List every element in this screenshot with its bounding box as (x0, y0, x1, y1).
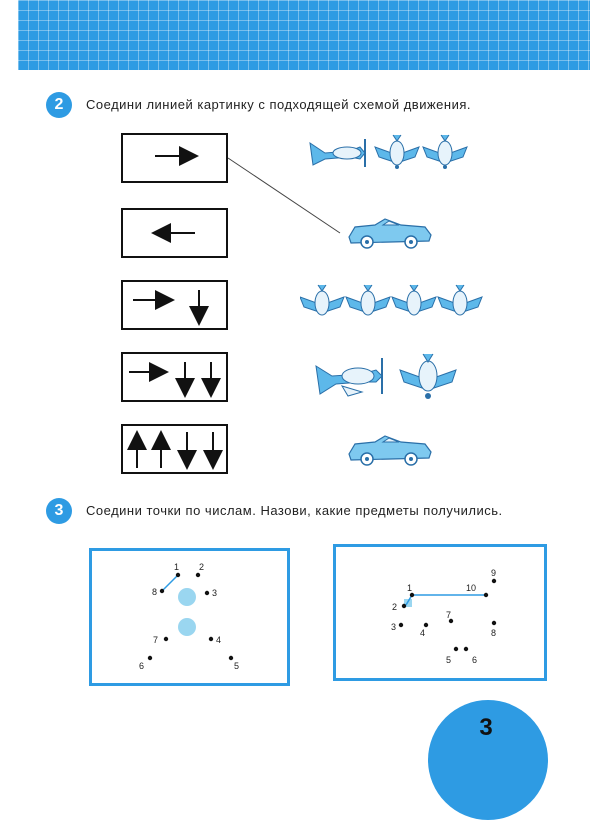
plane-front-icon (391, 284, 437, 316)
dot-label: 7 (446, 610, 451, 620)
page-number: 3 (479, 714, 493, 741)
connecting-line (227, 157, 341, 234)
dot-label: 1 (174, 562, 179, 572)
car-icon (348, 218, 432, 249)
task-3-instruction: Соедини точки по числам. Назови, какие п… (86, 503, 503, 518)
plane-front-icon (399, 353, 457, 399)
plane-side-icon (309, 139, 366, 167)
dot-label: 8 (491, 628, 496, 638)
dot-figure-right: 1 2 3 4 5 6 7 8 9 10 (391, 568, 497, 665)
plane-front-icon (374, 134, 420, 169)
plane-side-icon (315, 358, 383, 397)
task-2-number-badge: 2 (46, 92, 72, 118)
dot-label: 9 (491, 568, 496, 578)
plane-front-icon (422, 134, 468, 169)
picture-row-1[interactable] (305, 133, 475, 173)
scheme-box-5[interactable] (121, 424, 228, 474)
scheme-box-1[interactable] (121, 133, 228, 183)
dot-label: 2 (392, 602, 397, 612)
arrows-right-down-down-icon (129, 362, 221, 398)
task-2-instruction: Соедини линией картинку с подходящей схе… (86, 97, 471, 112)
dot-label: 7 (153, 635, 158, 645)
dot-label: 10 (466, 583, 476, 593)
plane-front-icon (437, 284, 483, 316)
picture-row-2[interactable] (345, 215, 435, 251)
dot-label: 4 (420, 628, 425, 638)
scheme-box-3[interactable] (121, 280, 228, 330)
dot-label: 3 (391, 622, 396, 632)
plane-front-icon (345, 284, 391, 316)
dot-label: 6 (472, 655, 477, 665)
car-icon (348, 435, 432, 466)
picture-row-5[interactable] (345, 432, 435, 468)
arrow-left-icon (151, 223, 195, 243)
dot-label: 1 (407, 583, 412, 593)
task-3-number-badge: 3 (46, 498, 72, 524)
arrow-right-icon (155, 146, 199, 166)
arrows-right-down-icon (133, 290, 209, 326)
dot-figure-left: 1 2 3 4 5 6 7 8 (139, 562, 239, 671)
dot-panel-right[interactable]: 1 2 3 4 5 6 7 8 9 10 (333, 544, 547, 681)
arrows-up-up-down-down-icon (127, 430, 223, 470)
dot-label: 8 (152, 587, 157, 597)
dot-label: 4 (216, 635, 221, 645)
dot-label: 6 (139, 661, 144, 671)
scheme-box-2[interactable] (121, 208, 228, 258)
dot-label: 5 (446, 655, 451, 665)
header-grid-band (18, 0, 590, 70)
dot-label: 5 (234, 661, 239, 671)
plane-front-icon (300, 284, 345, 316)
picture-row-4[interactable] (312, 352, 462, 402)
dot-label: 3 (212, 588, 217, 598)
picture-row-3[interactable] (300, 283, 485, 323)
dot-label: 2 (199, 562, 204, 572)
dot-panel-left[interactable]: 1 2 3 4 5 6 7 8 (89, 548, 290, 686)
scheme-box-4[interactable] (121, 352, 228, 402)
